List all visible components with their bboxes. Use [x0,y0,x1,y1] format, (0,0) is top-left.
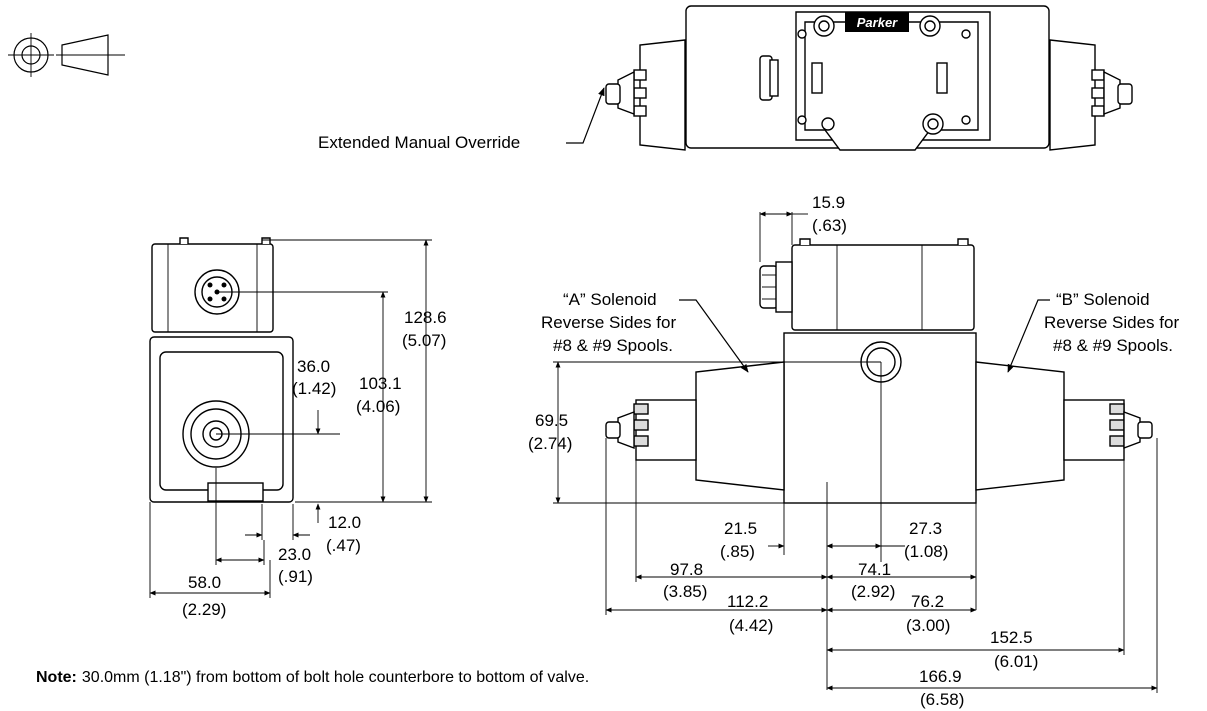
footnote: Note: 30.0mm (1.18") from bottom of bolt … [36,669,589,686]
dim-58-0-mm: 58.0 [188,573,221,592]
dim-97-8-in: (3.85) [663,582,707,601]
dim-36-0-in: (1.42) [292,379,336,398]
a-solenoid-line-1: “A” Solenoid [563,290,657,309]
note-label: Note: [36,669,77,686]
a-solenoid-line-3: #8 & #9 Spools. [553,336,673,355]
dim-23-0-mm: 23.0 [278,545,311,564]
top-view-valve: Parker [605,5,1133,151]
dim-103-1-mm: 103.1 [359,374,402,393]
dim-58-0-in: (2.29) [182,600,226,619]
b-solenoid-line-2: Reverse Sides for [1044,313,1179,332]
a-solenoid-line-2: Reverse Sides for [541,313,676,332]
dim-152-5-mm: 152.5 [990,628,1033,647]
dim-21-5-in: (.85) [720,542,755,561]
dim-27-3-mm: 27.3 [909,519,942,538]
note-text: 30.0mm (1.18") from bottom of bolt hole … [82,669,589,686]
dim-166-9-mm: 166.9 [919,667,962,686]
b-solenoid-line-3: #8 & #9 Spools. [1053,336,1173,355]
front-view-dimension-labels: 15.9 (.63) 69.5 (2.74) 21.5 (.85) 27.3 (… [528,193,1038,709]
dim-152-5-in: (6.01) [994,652,1038,671]
dim-15-9-in: (.63) [812,216,847,235]
dim-36-0-mm: 36.0 [297,357,330,376]
side-view-dimensions [149,239,432,598]
dim-112-2-mm: 112.2 [727,592,768,611]
dim-12-0-mm: 12.0 [328,513,361,532]
third-angle-projection-symbol [8,33,125,77]
dim-166-9-in: (6.58) [920,690,964,709]
dim-12-0-in: (.47) [326,536,361,555]
dim-69-5-mm: 69.5 [535,411,568,430]
solenoid-callouts: “A” Solenoid Reverse Sides for #8 & #9 S… [541,290,1179,373]
dim-27-3-in: (1.08) [904,542,948,561]
front-view-dimensions [553,211,1158,693]
b-solenoid-line-1: “B” Solenoid [1056,290,1150,309]
dim-69-5-in: (2.74) [528,434,572,453]
dim-112-2-in: (4.42) [729,616,773,635]
dim-128-6-in: (5.07) [402,331,446,350]
extended-override-callout: Extended Manual Override [318,87,605,152]
dim-74-1-mm: 74.1 [858,560,891,579]
dim-74-1-in: (2.92) [851,582,895,601]
side-view-dimension-labels: 128.6 (5.07) 103.1 (4.06) 36.0 (1.42) 12… [182,308,447,619]
extended-override-label: Extended Manual Override [318,133,520,152]
dim-128-6-mm: 128.6 [404,308,447,327]
brand-label: Parker [857,15,898,30]
dim-103-1-in: (4.06) [356,397,400,416]
dim-97-8-mm: 97.8 [670,560,703,579]
dim-23-0-in: (.91) [278,567,313,586]
svg-text:Note:30.0mm (1.18") from botto: Note: 30.0mm (1.18") from bottom of bolt … [36,669,589,686]
dim-21-5-mm: 21.5 [724,519,757,538]
dim-76-2-in: (3.00) [906,616,950,635]
side-view-valve [149,237,294,503]
dim-76-2-mm: 76.2 [911,592,944,611]
front-view-valve [605,238,1153,504]
dim-15-9-mm: 15.9 [812,193,845,212]
